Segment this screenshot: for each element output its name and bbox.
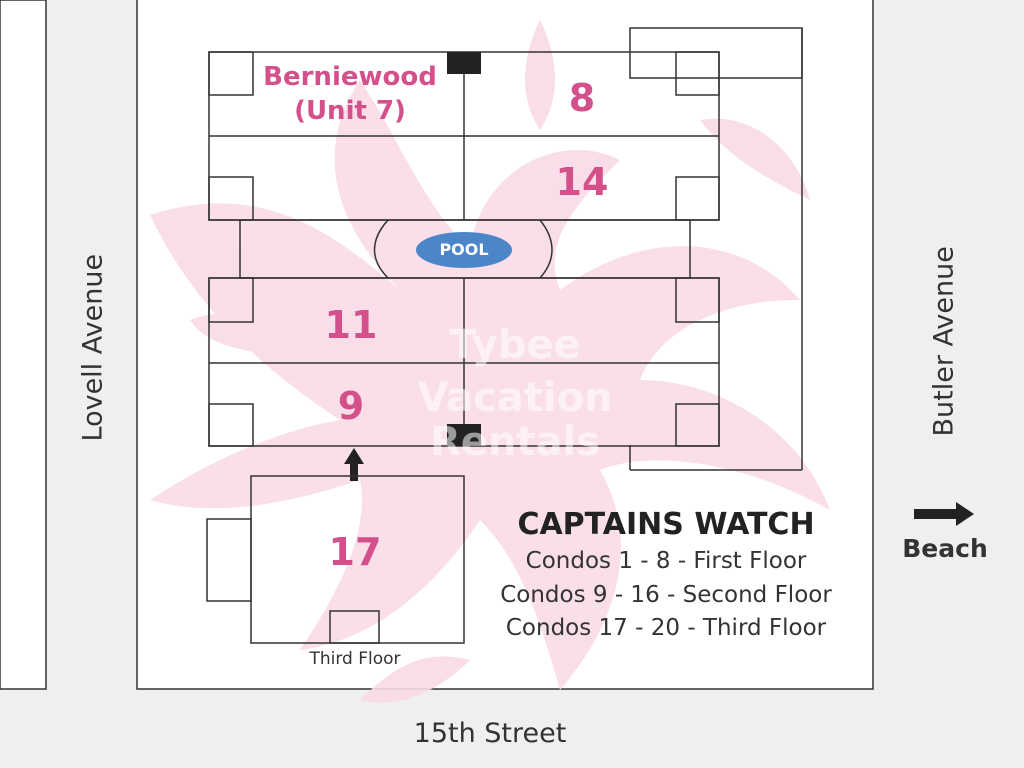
arrow-up-icon [344, 448, 364, 481]
street-lovell-avenue: Lovell Avenue [77, 253, 109, 442]
watermark-line3: Rentals [429, 419, 601, 465]
unit-8: 8 [568, 76, 596, 120]
watermark-line1: Tybee [449, 322, 581, 368]
watermark-logo [150, 20, 830, 703]
unit-9: 9 [337, 384, 365, 428]
street-15th: 15th Street [413, 718, 567, 749]
stairwell-middle [447, 424, 481, 446]
left-lot [0, 0, 47, 690]
watermark-line2: Vacation [417, 375, 613, 421]
unit-11: 11 [324, 303, 378, 347]
unit-berniewood-name: Berniewood [263, 62, 437, 92]
unit-14: 14 [555, 160, 609, 204]
pool [416, 232, 512, 268]
arrow-right-icon [914, 502, 974, 526]
legend-line3: Condos 17 - 20 - Third Floor [505, 615, 827, 641]
beach-label: Beach [902, 534, 988, 563]
legend-line2: Condos 9 - 16 - Second Floor [500, 582, 832, 608]
street-butler-avenue: Butler Avenue [928, 246, 960, 437]
unit-17: 17 [328, 530, 382, 574]
legend-title: CAPTAINS WATCH [517, 507, 815, 542]
third-floor-label: Third Floor [309, 649, 401, 669]
unit-berniewood-number: (Unit 7) [294, 96, 406, 126]
legend-line1: Condos 1 - 8 - First Floor [525, 548, 807, 574]
stairwell-top [447, 52, 481, 74]
pool-label: POOL [439, 240, 489, 259]
